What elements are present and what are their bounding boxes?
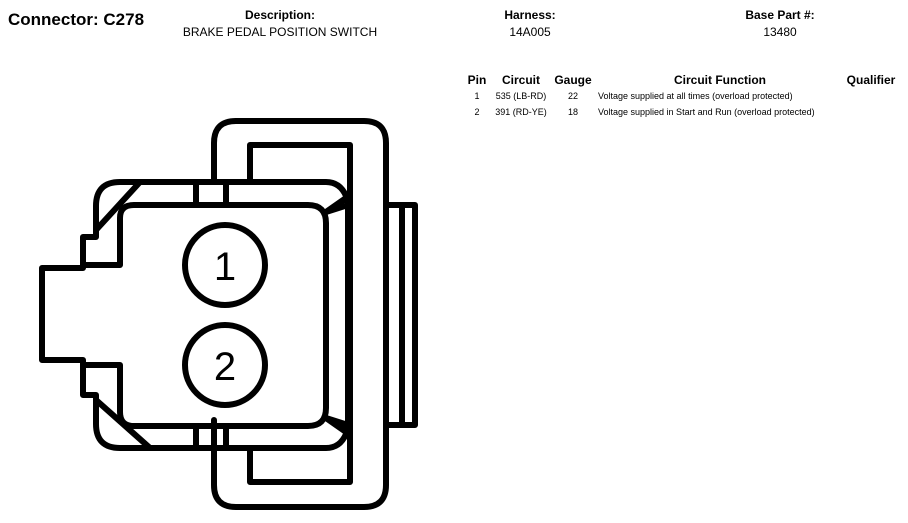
harness-label: Harness: [504, 8, 556, 22]
gauge-cell: 22 [567, 91, 578, 101]
body-chamfer [93, 179, 143, 233]
column-header-circuit: Circuit [501, 73, 540, 87]
description-label: Description: [244, 8, 315, 22]
body-chamfer [93, 397, 153, 451]
pin-label-1: 1 [214, 245, 236, 289]
base-part-value: 13480 [763, 25, 797, 39]
latch-arrow [323, 415, 351, 435]
connector-inner-rail [247, 142, 353, 485]
circuit-cell: 535 (LB-RD) [495, 91, 547, 101]
connector-outer-shroud-top [211, 118, 239, 185]
pin-cell: 2 [474, 107, 480, 117]
connector-title: Connector: C278 [8, 10, 145, 29]
pin-label-2: 2 [214, 345, 236, 389]
pin-cavity-2: 2 [182, 322, 268, 408]
description-value: BRAKE PEDAL POSITION SWITCH [182, 25, 378, 39]
gauge-cell: 18 [567, 107, 578, 117]
column-header-circuit-function: Circuit Function [674, 73, 766, 87]
function-cell: Voltage supplied at all times (overload … [598, 91, 793, 101]
pin-cavity-1: 1 [182, 222, 268, 308]
base-part-label: Base Part #: [745, 8, 815, 22]
connector-body-outer [39, 179, 351, 451]
column-header-pin: Pin [467, 73, 487, 87]
function-cell: Voltage supplied in Start and Run (overl… [598, 107, 815, 117]
latch-arrow [323, 195, 351, 215]
connector-outer-shroud [211, 118, 389, 510]
column-header-qualifier: Qualifier [846, 73, 896, 87]
circuit-cell: 391 (RD-YE) [495, 107, 547, 117]
column-header-gauge: Gauge [554, 73, 592, 87]
harness-value: 14A005 [509, 25, 551, 39]
pin-cell: 1 [474, 91, 480, 101]
